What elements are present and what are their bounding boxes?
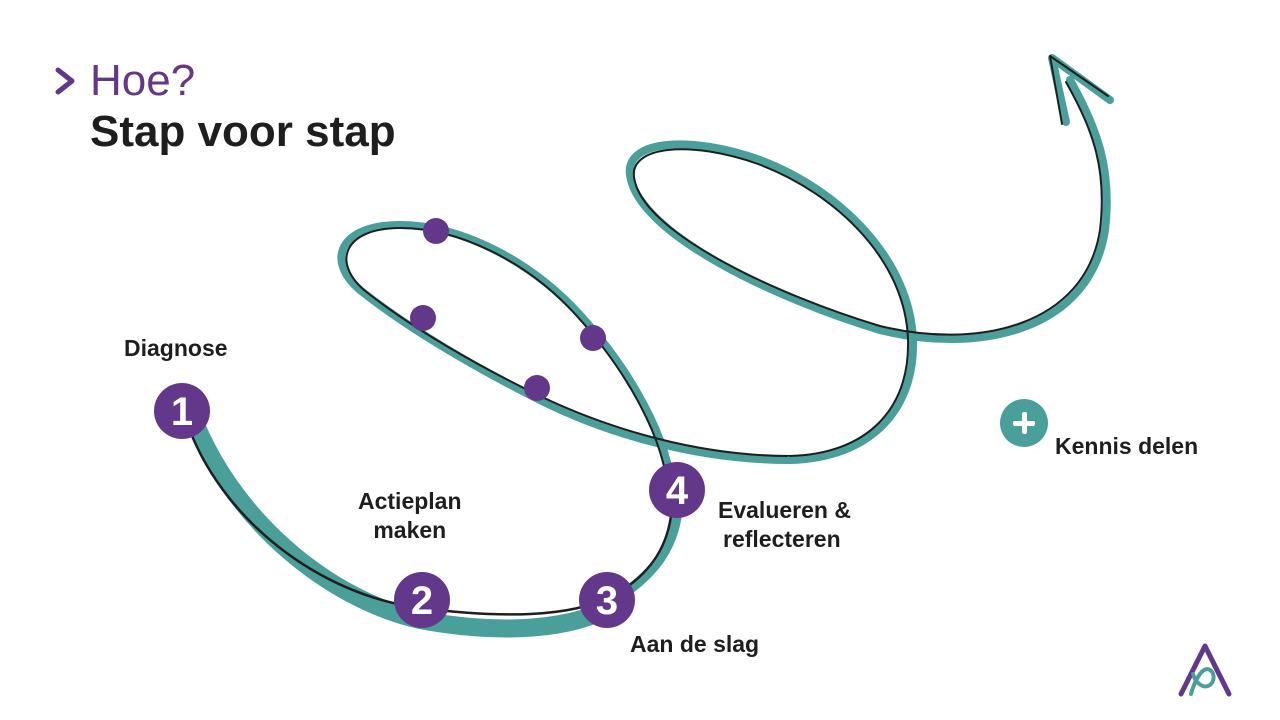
step-label-actieplan: Actieplan maken (358, 487, 462, 545)
extra-label-kennis-delen: Kennis delen (1055, 432, 1198, 461)
step-label-diagnose: Diagnose (124, 334, 228, 363)
step-label-line: Diagnose (124, 335, 228, 361)
extra-label-line: Kennis delen (1055, 433, 1199, 459)
arrow-head-icon (1048, 54, 1114, 126)
step-marker-3: 3 (579, 572, 635, 628)
spiral-dot (524, 375, 550, 401)
step-marker-1: 1 (154, 383, 210, 439)
step-label-line: Aan de slag (630, 631, 760, 657)
chevron-right-icon (55, 67, 75, 95)
step-number-2: 2 (411, 579, 433, 623)
step-label-line: reflecteren (723, 526, 841, 552)
header-kicker: Hoe? (90, 56, 196, 105)
path-outline-steps-1-3 (184, 418, 674, 616)
step-label-aan-de-slag: Aan de slag (630, 630, 759, 659)
step-label-line: maken (373, 517, 447, 543)
step-number-3: 3 (596, 579, 618, 623)
step-label-line: Evalueren & (718, 497, 851, 523)
plus-icon (1000, 399, 1048, 447)
step-label-evalueren: Evalueren & reflecteren (718, 496, 851, 554)
step-number-4: 4 (666, 469, 689, 513)
step-marker-2: 2 (394, 572, 450, 628)
step-marker-4: 4 (649, 462, 705, 518)
slide-header: Hoe? Stap voor stap (52, 56, 396, 158)
spiral-dot (423, 218, 449, 244)
page-title: Stap voor stap (90, 107, 396, 156)
spiral-dot (410, 305, 436, 331)
step-number-1: 1 (171, 390, 193, 434)
path-spiral-right-loop (625, 76, 1111, 464)
a-logo-icon (1178, 643, 1232, 697)
spiral-dot (580, 325, 606, 351)
header-kicker-row: Hoe? (52, 56, 396, 106)
step-label-line: Actieplan (358, 488, 462, 514)
